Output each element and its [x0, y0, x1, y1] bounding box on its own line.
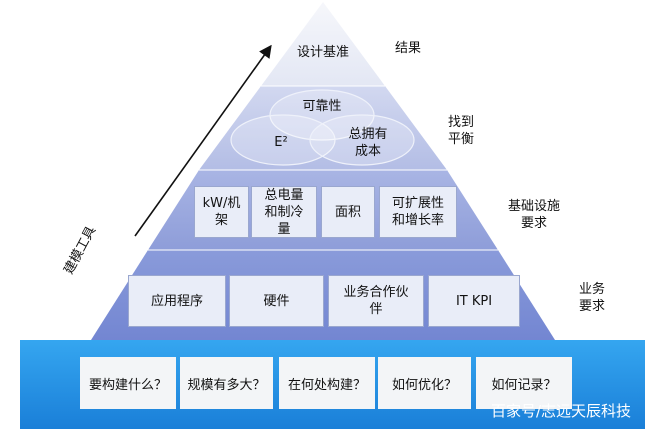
question-box-record: 如何记录？	[476, 357, 572, 409]
tier-balance	[199, 86, 447, 170]
side-label-business: 业务 要求	[578, 282, 605, 314]
biz-box-hardware: 硬件	[229, 275, 324, 327]
infra-box-scalability: 可扩展性和增长率	[379, 186, 457, 238]
reliability-label: 可靠性	[302, 99, 342, 114]
infra-box-power-cooling: 总电量和制冷量	[251, 186, 317, 238]
biz-box-applications: 应用程序	[128, 275, 226, 327]
tco-label: 总拥有 成本	[348, 127, 388, 159]
tier-top	[261, 2, 385, 86]
side-label-infrastructure: 基础设施 要求	[507, 199, 560, 231]
venn-circle-tco	[309, 114, 415, 166]
question-box-optimize: 如何优化？	[378, 357, 471, 409]
infra-box-kw-rack: kW/机架	[194, 186, 249, 238]
venn-circle-e2	[230, 114, 336, 166]
question-box-where: 在何处构建？	[279, 357, 375, 409]
venn-circle-reliability	[269, 89, 375, 141]
infra-box-area: 面积	[321, 186, 375, 238]
biz-box-partners: 业务合作伙伴	[328, 275, 424, 327]
question-box-scale: 规模有多大？	[180, 357, 273, 409]
side-label-result: 结果	[394, 41, 421, 56]
e2-label: E²	[274, 135, 288, 150]
question-box-what: 要构建什么？	[80, 357, 176, 409]
biz-box-it-kpi: IT KPI	[428, 275, 520, 327]
modeling-arrow	[134, 44, 272, 237]
side-label-balance: 找到 平衡	[447, 115, 474, 147]
design-basis-label: 设计基准	[296, 45, 349, 60]
watermark-text: 百家号/志远天辰科技	[490, 402, 631, 420]
